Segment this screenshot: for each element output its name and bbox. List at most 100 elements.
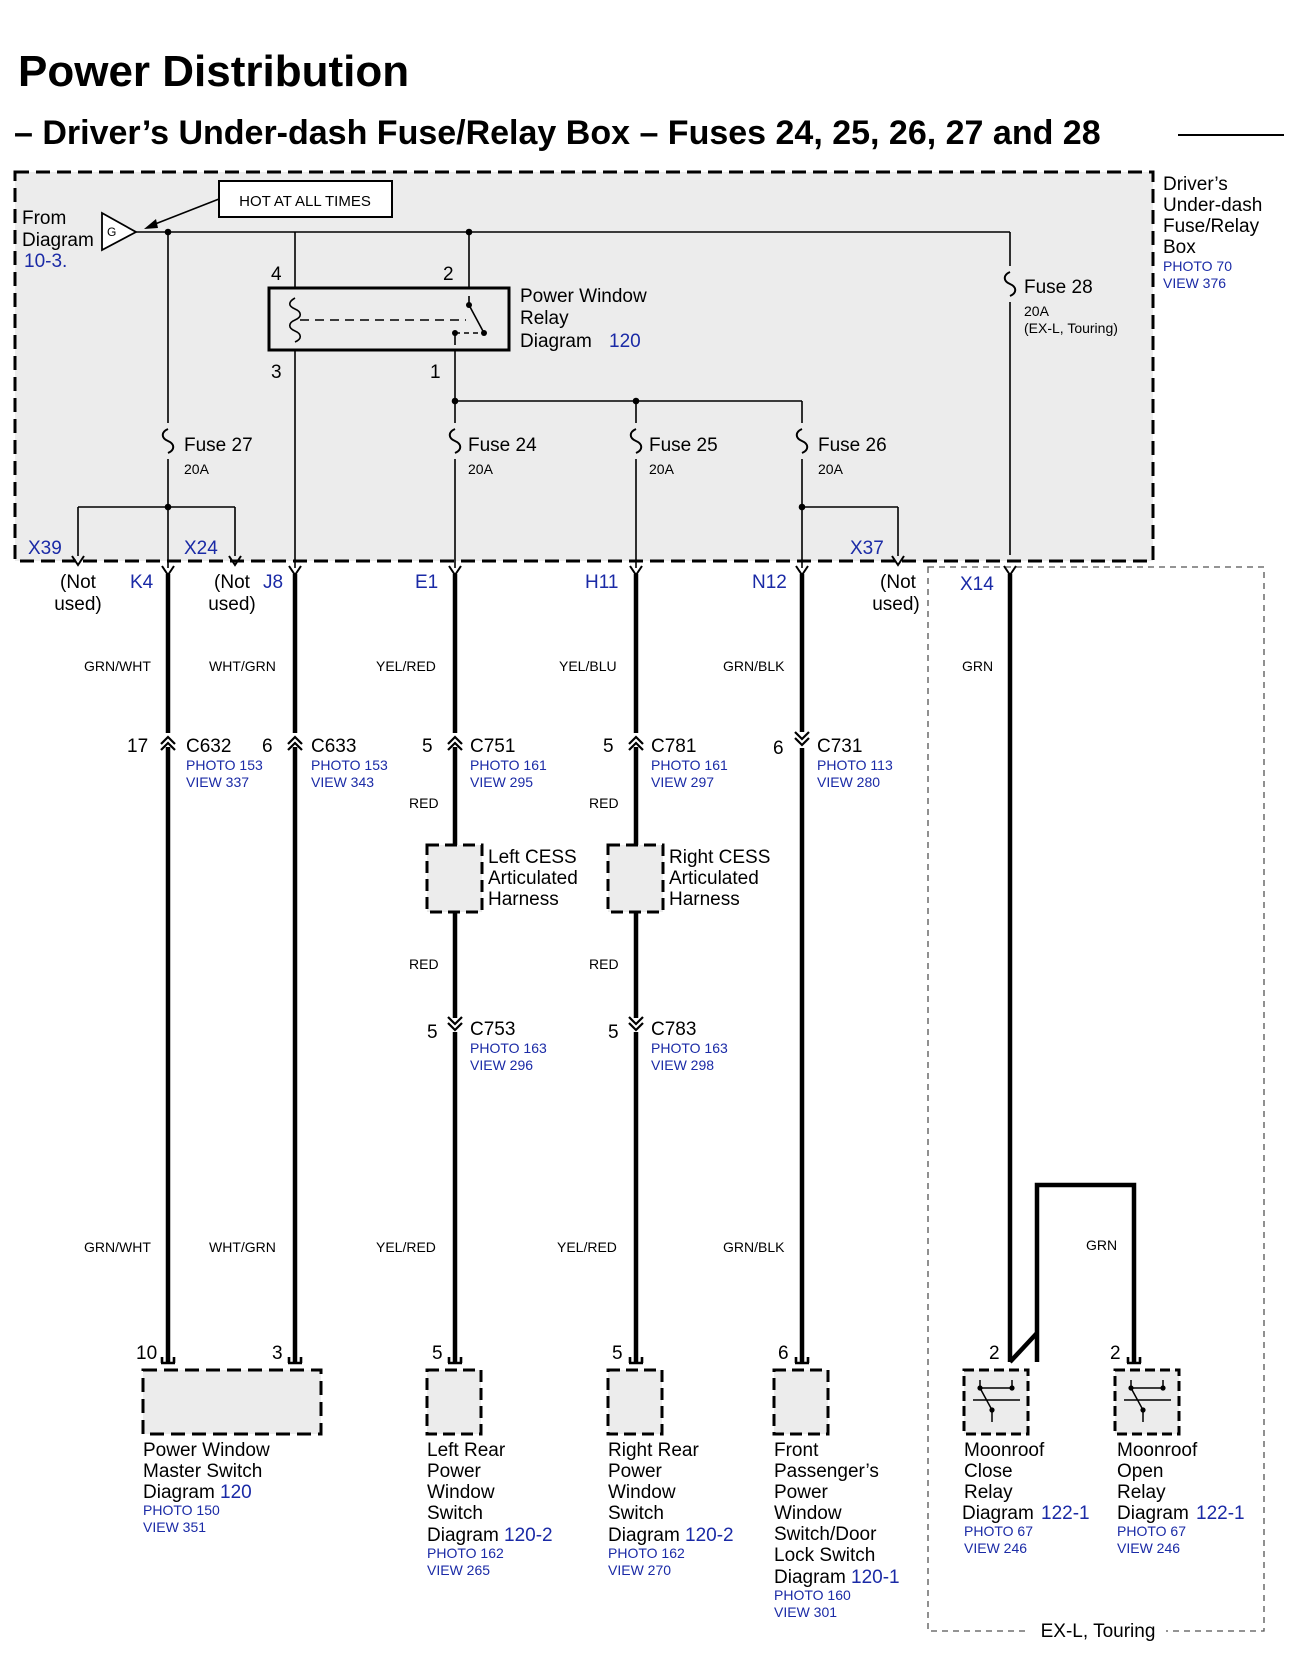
svg-text:Relay: Relay bbox=[1117, 1482, 1166, 1503]
connector-c751: 5 C751 PHOTO 161 VIEW 295 bbox=[422, 736, 547, 790]
moonroof-open-view-link[interactable]: VIEW 246 bbox=[1117, 1540, 1180, 1556]
svg-text:Diagram: Diagram bbox=[1117, 1503, 1189, 1524]
svg-text:From: From bbox=[22, 208, 66, 229]
c731-view-link[interactable]: VIEW 280 bbox=[817, 774, 880, 790]
svg-text:3: 3 bbox=[272, 1343, 283, 1364]
svg-text:Open: Open bbox=[1117, 1461, 1163, 1482]
svg-text:5: 5 bbox=[432, 1343, 443, 1364]
c633-view-link[interactable]: VIEW 343 bbox=[311, 774, 374, 790]
svg-text:Close: Close bbox=[964, 1461, 1013, 1482]
c751-view-link[interactable]: VIEW 295 bbox=[470, 774, 533, 790]
master-switch-photo-link[interactable]: PHOTO 150 bbox=[143, 1502, 220, 1518]
front-passenger-diagram-link[interactable]: 120-1 bbox=[851, 1567, 900, 1588]
left-rear-switch-label: Left Rear Power Window Switch Diagram 12… bbox=[427, 1440, 553, 1578]
moonroof-close-diagram-link[interactable]: 122-1 bbox=[1041, 1503, 1090, 1524]
not-used-labels: (Not used) (Not used) (Not used) bbox=[54, 572, 920, 615]
svg-text:Box: Box bbox=[1163, 237, 1196, 258]
fuse-26-label: Fuse 26 bbox=[818, 435, 887, 456]
c783-photo-link[interactable]: PHOTO 163 bbox=[651, 1040, 728, 1056]
moonroof-open-diagram-link[interactable]: 122-1 bbox=[1196, 1503, 1245, 1524]
svg-text:WHT/GRN: WHT/GRN bbox=[209, 658, 276, 674]
left-rear-view-link[interactable]: VIEW 265 bbox=[427, 1562, 490, 1578]
svg-text:10: 10 bbox=[136, 1343, 157, 1364]
moonroof-close-view-link[interactable]: VIEW 246 bbox=[964, 1540, 1027, 1556]
svg-text:Switch/Door: Switch/Door bbox=[774, 1524, 877, 1545]
terminal-x14: X14 bbox=[960, 574, 994, 595]
svg-text:GRN/WHT: GRN/WHT bbox=[84, 658, 151, 674]
option-label: EX-L, Touring bbox=[1041, 1621, 1156, 1642]
connector-c731: 6 C731 PHOTO 113 VIEW 280 bbox=[773, 736, 893, 790]
power-window-master-switch-label: Power Window Master Switch Diagram 120 P… bbox=[143, 1440, 270, 1535]
svg-text:(Not: (Not bbox=[60, 572, 97, 593]
svg-text:5: 5 bbox=[603, 736, 614, 757]
svg-text:YEL/BLU: YEL/BLU bbox=[559, 658, 617, 674]
fuse-25-rating: 20A bbox=[649, 461, 675, 477]
svg-text:YEL/RED: YEL/RED bbox=[376, 1239, 436, 1255]
c753-photo-link[interactable]: PHOTO 163 bbox=[470, 1040, 547, 1056]
power-window-master-switch bbox=[141, 1368, 323, 1436]
harness-wires bbox=[165, 574, 1137, 1364]
svg-text:Harness: Harness bbox=[669, 889, 740, 910]
moonroof-relay-contacts bbox=[977, 1385, 1166, 1413]
right-rear-view-link[interactable]: VIEW 270 bbox=[608, 1562, 671, 1578]
svg-text:C751: C751 bbox=[470, 736, 515, 757]
moonroof-close-relay bbox=[962, 1368, 1030, 1436]
fuse-28-rating: 20A bbox=[1024, 303, 1050, 319]
svg-text:RED: RED bbox=[409, 956, 439, 972]
svg-text:Switch: Switch bbox=[427, 1503, 483, 1524]
right-rear-switch-label: Right Rear Power Window Switch Diagram 1… bbox=[608, 1440, 734, 1578]
svg-text:5: 5 bbox=[608, 1022, 619, 1043]
power-window-relay bbox=[267, 286, 511, 352]
source-diagram-link[interactable]: 10-3. bbox=[24, 251, 67, 272]
svg-text:Diagram: Diagram bbox=[520, 331, 592, 352]
c781-photo-link[interactable]: PHOTO 161 bbox=[651, 757, 728, 773]
terminal-x24: X24 bbox=[184, 538, 218, 559]
fuse-25-label: Fuse 25 bbox=[649, 435, 718, 456]
fuse-labels: Fuse 27 20A Fuse 24 20A Fuse 25 20A Fuse… bbox=[184, 277, 1118, 477]
front-passenger-switch-label: Front Passenger’s Power Window Switch/Do… bbox=[774, 1440, 900, 1620]
source-connector-icon bbox=[101, 211, 138, 252]
c783-view-link[interactable]: VIEW 298 bbox=[651, 1057, 714, 1073]
front-passenger-view-link[interactable]: VIEW 301 bbox=[774, 1604, 837, 1620]
master-switch-diagram-link[interactable]: 120 bbox=[220, 1482, 252, 1503]
right-rear-photo-link[interactable]: PHOTO 162 bbox=[608, 1545, 685, 1561]
relay-pin-2: 2 bbox=[443, 264, 454, 285]
hot-at-all-times-label: HOT AT ALL TIMES bbox=[239, 193, 371, 210]
svg-text:GRN/WHT: GRN/WHT bbox=[84, 1239, 151, 1255]
front-passenger-photo-link[interactable]: PHOTO 160 bbox=[774, 1587, 851, 1603]
front-passenger-power-window-switch bbox=[772, 1368, 830, 1436]
fusebox-view-link[interactable]: VIEW 376 bbox=[1163, 275, 1226, 291]
c632-view-link[interactable]: VIEW 337 bbox=[186, 774, 249, 790]
c751-photo-link[interactable]: PHOTO 161 bbox=[470, 757, 547, 773]
c781-view-link[interactable]: VIEW 297 bbox=[651, 774, 714, 790]
left-rear-diagram-link[interactable]: 120-2 bbox=[504, 1525, 553, 1546]
left-rear-photo-link[interactable]: PHOTO 162 bbox=[427, 1545, 504, 1561]
moonroof-open-photo-link[interactable]: PHOTO 67 bbox=[1117, 1523, 1186, 1539]
terminal-e1: E1 bbox=[415, 572, 438, 593]
moonroof-close-photo-link[interactable]: PHOTO 67 bbox=[964, 1523, 1033, 1539]
relay-pin-4: 4 bbox=[271, 264, 282, 285]
master-switch-view-link[interactable]: VIEW 351 bbox=[143, 1519, 206, 1535]
relay-pin-1: 1 bbox=[430, 362, 441, 383]
right-rear-diagram-link[interactable]: 120-2 bbox=[685, 1525, 734, 1546]
hot-arrow-head bbox=[144, 219, 158, 229]
svg-text:2: 2 bbox=[1110, 1343, 1121, 1364]
fusebox-photo-link[interactable]: PHOTO 70 bbox=[1163, 258, 1232, 274]
c633-photo-link[interactable]: PHOTO 153 bbox=[311, 757, 388, 773]
svg-text:C633: C633 bbox=[311, 736, 356, 757]
fuse-24-rating: 20A bbox=[468, 461, 494, 477]
c632-photo-link[interactable]: PHOTO 153 bbox=[186, 757, 263, 773]
svg-text:RED: RED bbox=[589, 956, 619, 972]
relay-diagram-link[interactable]: 120 bbox=[609, 331, 641, 352]
svg-text:Left CESS: Left CESS bbox=[488, 847, 577, 868]
fuse-26-rating: 20A bbox=[818, 461, 844, 477]
fuse-relay-box bbox=[13, 170, 1155, 563]
terminal-x39: X39 bbox=[28, 538, 62, 559]
connector-c783: 5 C783 PHOTO 163 VIEW 298 bbox=[608, 1019, 728, 1073]
moonroof-close-relay-label: Moonroof Close Relay Diagram 122-1 PHOTO… bbox=[962, 1440, 1090, 1556]
c753-view-link[interactable]: VIEW 296 bbox=[470, 1057, 533, 1073]
c731-photo-link[interactable]: PHOTO 113 bbox=[817, 757, 893, 773]
terminal-j8: J8 bbox=[263, 572, 283, 593]
page-title: Power Distribution bbox=[18, 47, 409, 96]
terminal-h11: H11 bbox=[585, 572, 618, 593]
